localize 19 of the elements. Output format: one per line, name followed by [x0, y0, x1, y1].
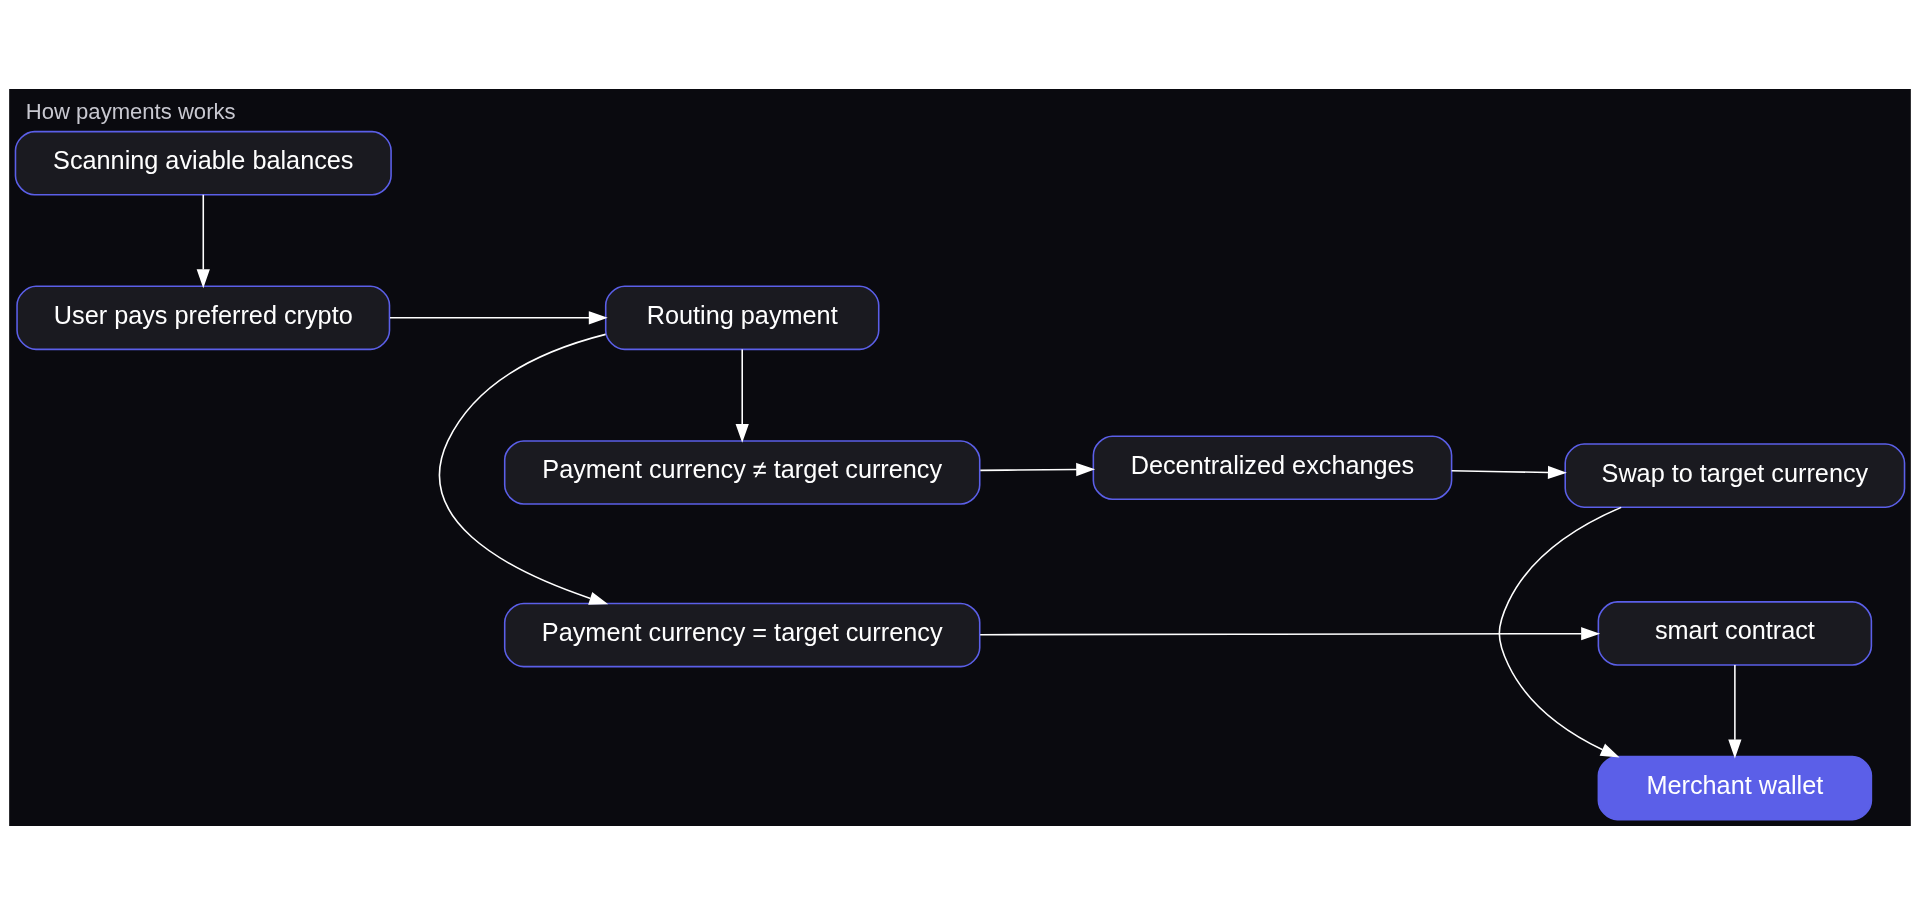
node-box: Decentralized exchanges [1092, 434, 1453, 500]
arrow [979, 626, 1601, 640]
diagram-title: How payments works [25, 98, 236, 124]
node-box: Swap to target currency [1564, 442, 1906, 508]
arrow [1728, 663, 1742, 758]
node-box: smart contract [1597, 600, 1873, 666]
arrow [1450, 465, 1567, 479]
node-box: Merchant wallet [1597, 755, 1873, 820]
arrow [1498, 506, 1622, 757]
arrow [196, 193, 210, 288]
node-box: Payment currency = target currency [503, 602, 981, 667]
arrow [979, 462, 1096, 476]
node-box: Routing payment [604, 284, 880, 350]
node-box: Payment currency ≠ target currency [503, 439, 981, 505]
arrow [735, 348, 749, 443]
arrow [438, 333, 609, 605]
arrow [389, 310, 608, 324]
node-box: User pays preferred crypto [16, 284, 391, 350]
node-box: Scanning aviable balances [14, 130, 392, 196]
